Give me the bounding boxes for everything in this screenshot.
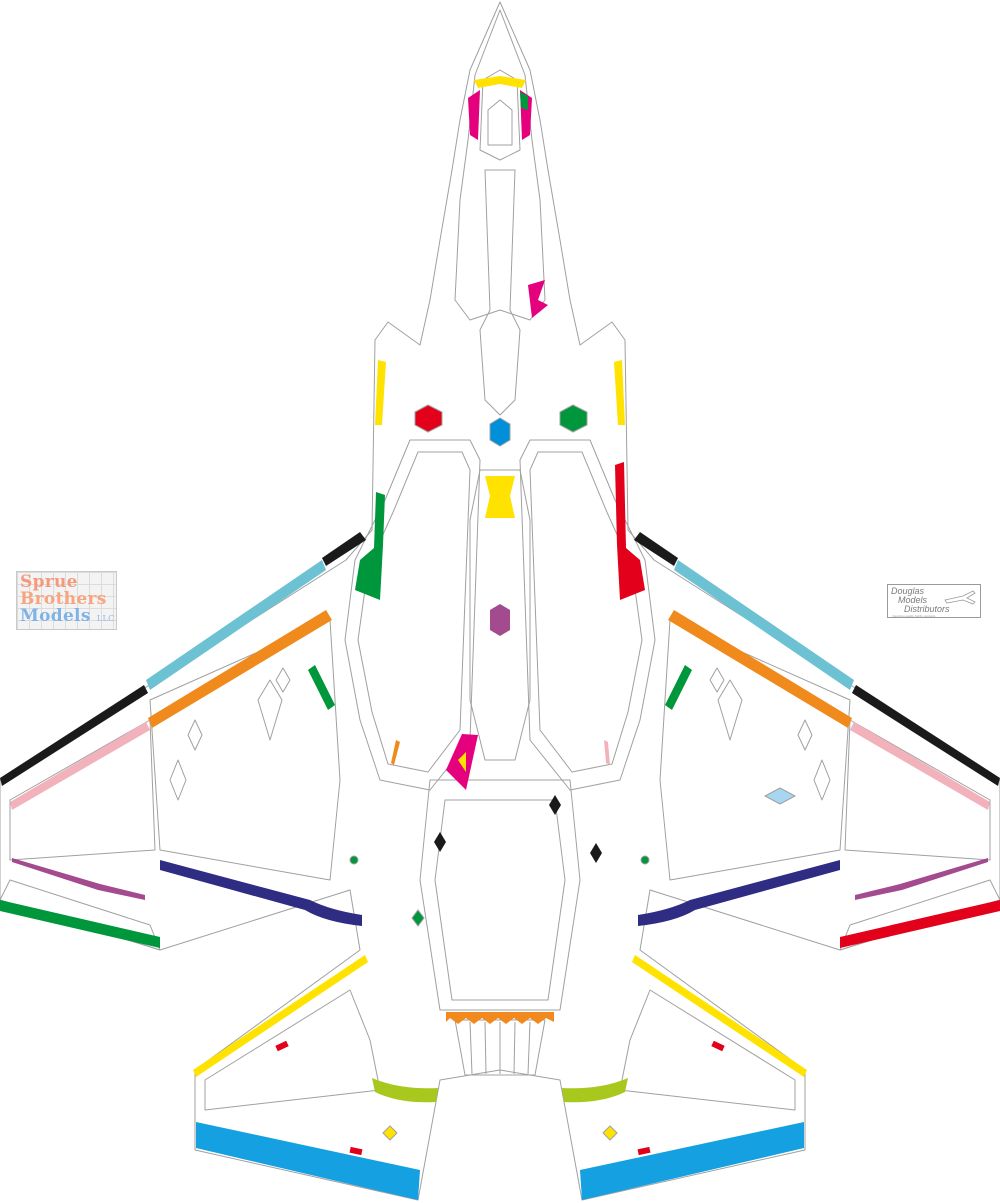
right-intake-inner xyxy=(529,451,643,773)
mask-left-blue-red-mark xyxy=(349,1146,363,1156)
mask-right-aileron-red-strip xyxy=(840,900,1000,948)
left-aileron xyxy=(0,879,161,951)
mask-nose-magenta-arrow xyxy=(528,280,548,318)
mask-right-intake-red-panel xyxy=(615,462,645,600)
mask-left-navy-strip xyxy=(160,860,362,926)
canopy-frame xyxy=(487,99,513,146)
plane-icon xyxy=(944,590,976,605)
mask-right-tip-pink-strip xyxy=(850,722,990,810)
mask-left-stab-blue-strip xyxy=(196,1122,420,1200)
mask-right-stab-red-mark xyxy=(711,1040,725,1052)
mask-left-intake-green-panel xyxy=(355,492,385,600)
right-aileron xyxy=(839,879,1000,951)
mask-right-stab-blue-strip xyxy=(580,1122,804,1200)
logo-left-line3: Models LLC xyxy=(20,606,115,626)
mask-left-stab-red-mark xyxy=(275,1040,289,1052)
mask-nose-yellow-band xyxy=(474,76,526,88)
mask-right-wing-black-strip xyxy=(634,532,678,566)
engine-inner-outline xyxy=(434,799,566,1001)
mask-right-yellow-diamond xyxy=(602,1125,618,1141)
mask-right-wing-cyan-strip xyxy=(674,560,854,690)
right-stabilizer-panel xyxy=(619,989,796,1111)
mask-right-pink-tick xyxy=(604,740,610,765)
mask-right-green-hex xyxy=(559,404,588,433)
mask-right-blue-red-mark xyxy=(637,1146,651,1156)
left-wingtip-panel xyxy=(9,719,156,861)
mask-right-tip-black-strip xyxy=(852,685,1000,786)
left-intake-outline xyxy=(344,439,481,791)
canopy-outline xyxy=(479,69,521,161)
nose-inner-outline xyxy=(454,9,546,321)
mask-left-wing-orange-strip xyxy=(148,610,332,728)
douglas-models-logo: Douglas Models Distributors Importing qu… xyxy=(887,584,981,618)
logo-right-line2: Models xyxy=(898,595,928,605)
sprue-brothers-logo: Sprue Brothers Models LLC xyxy=(16,571,117,630)
mask-left-tip-black-strip xyxy=(0,685,148,786)
mask-left-wing-black-strip xyxy=(322,532,366,566)
mask-exhaust-orange-zigzag xyxy=(446,1012,554,1024)
mask-left-flap-purple-strip xyxy=(12,858,145,900)
right-wingtip-panel xyxy=(844,719,991,861)
mask-canopy-magenta-left xyxy=(468,90,480,140)
mask-center-purple-hex xyxy=(490,604,510,636)
left-stabilizer-panel xyxy=(204,989,381,1111)
mask-center-blue-hex xyxy=(489,417,511,447)
mask-left-lime-patch xyxy=(372,1078,438,1103)
mask-left-tip-pink-strip xyxy=(10,722,150,810)
logo-left-line2: Brothers xyxy=(20,589,107,609)
mask-right-navy-strip xyxy=(638,860,840,926)
logo-left-line1: Sprue xyxy=(20,572,78,592)
mask-left-red-hex xyxy=(414,404,443,433)
mask-left-green-slash xyxy=(308,665,335,710)
engine-section-outline xyxy=(419,779,581,1011)
mask-right-wing-orange-strip xyxy=(668,610,852,728)
mask-left-intake-yellow-strip xyxy=(375,360,386,425)
mask-right-lightblue-diamond xyxy=(763,787,797,805)
mask-center-yellow-panel xyxy=(485,476,515,518)
center-bay-outline xyxy=(469,469,531,761)
mask-left-orange-tick xyxy=(391,740,400,765)
mask-left-wing-cyan-strip xyxy=(146,560,326,690)
mask-right-flap-purple-strip xyxy=(855,858,988,900)
exhaust-outline xyxy=(454,1019,546,1076)
mask-right-lime-patch xyxy=(562,1078,628,1103)
logo-right-tagline: Importing quality hobby products xyxy=(892,614,936,618)
mask-right-green-slash xyxy=(665,665,692,710)
mask-left-stab-yellow-strip xyxy=(193,955,368,1077)
logo-right-line1: Douglas xyxy=(891,586,925,596)
mask-canopy-green-right xyxy=(520,92,528,110)
mask-left-yellow-diamond xyxy=(382,1125,398,1141)
spine-outline xyxy=(479,169,521,416)
left-intake-inner xyxy=(357,451,471,773)
mask-right-intake-yellow-strip xyxy=(614,360,625,425)
mask-left-aileron-green-strip xyxy=(0,900,160,948)
logo-right-line3: Distributors xyxy=(904,604,950,614)
right-intake-outline xyxy=(519,439,656,791)
mask-right-stab-yellow-strip xyxy=(632,955,807,1077)
